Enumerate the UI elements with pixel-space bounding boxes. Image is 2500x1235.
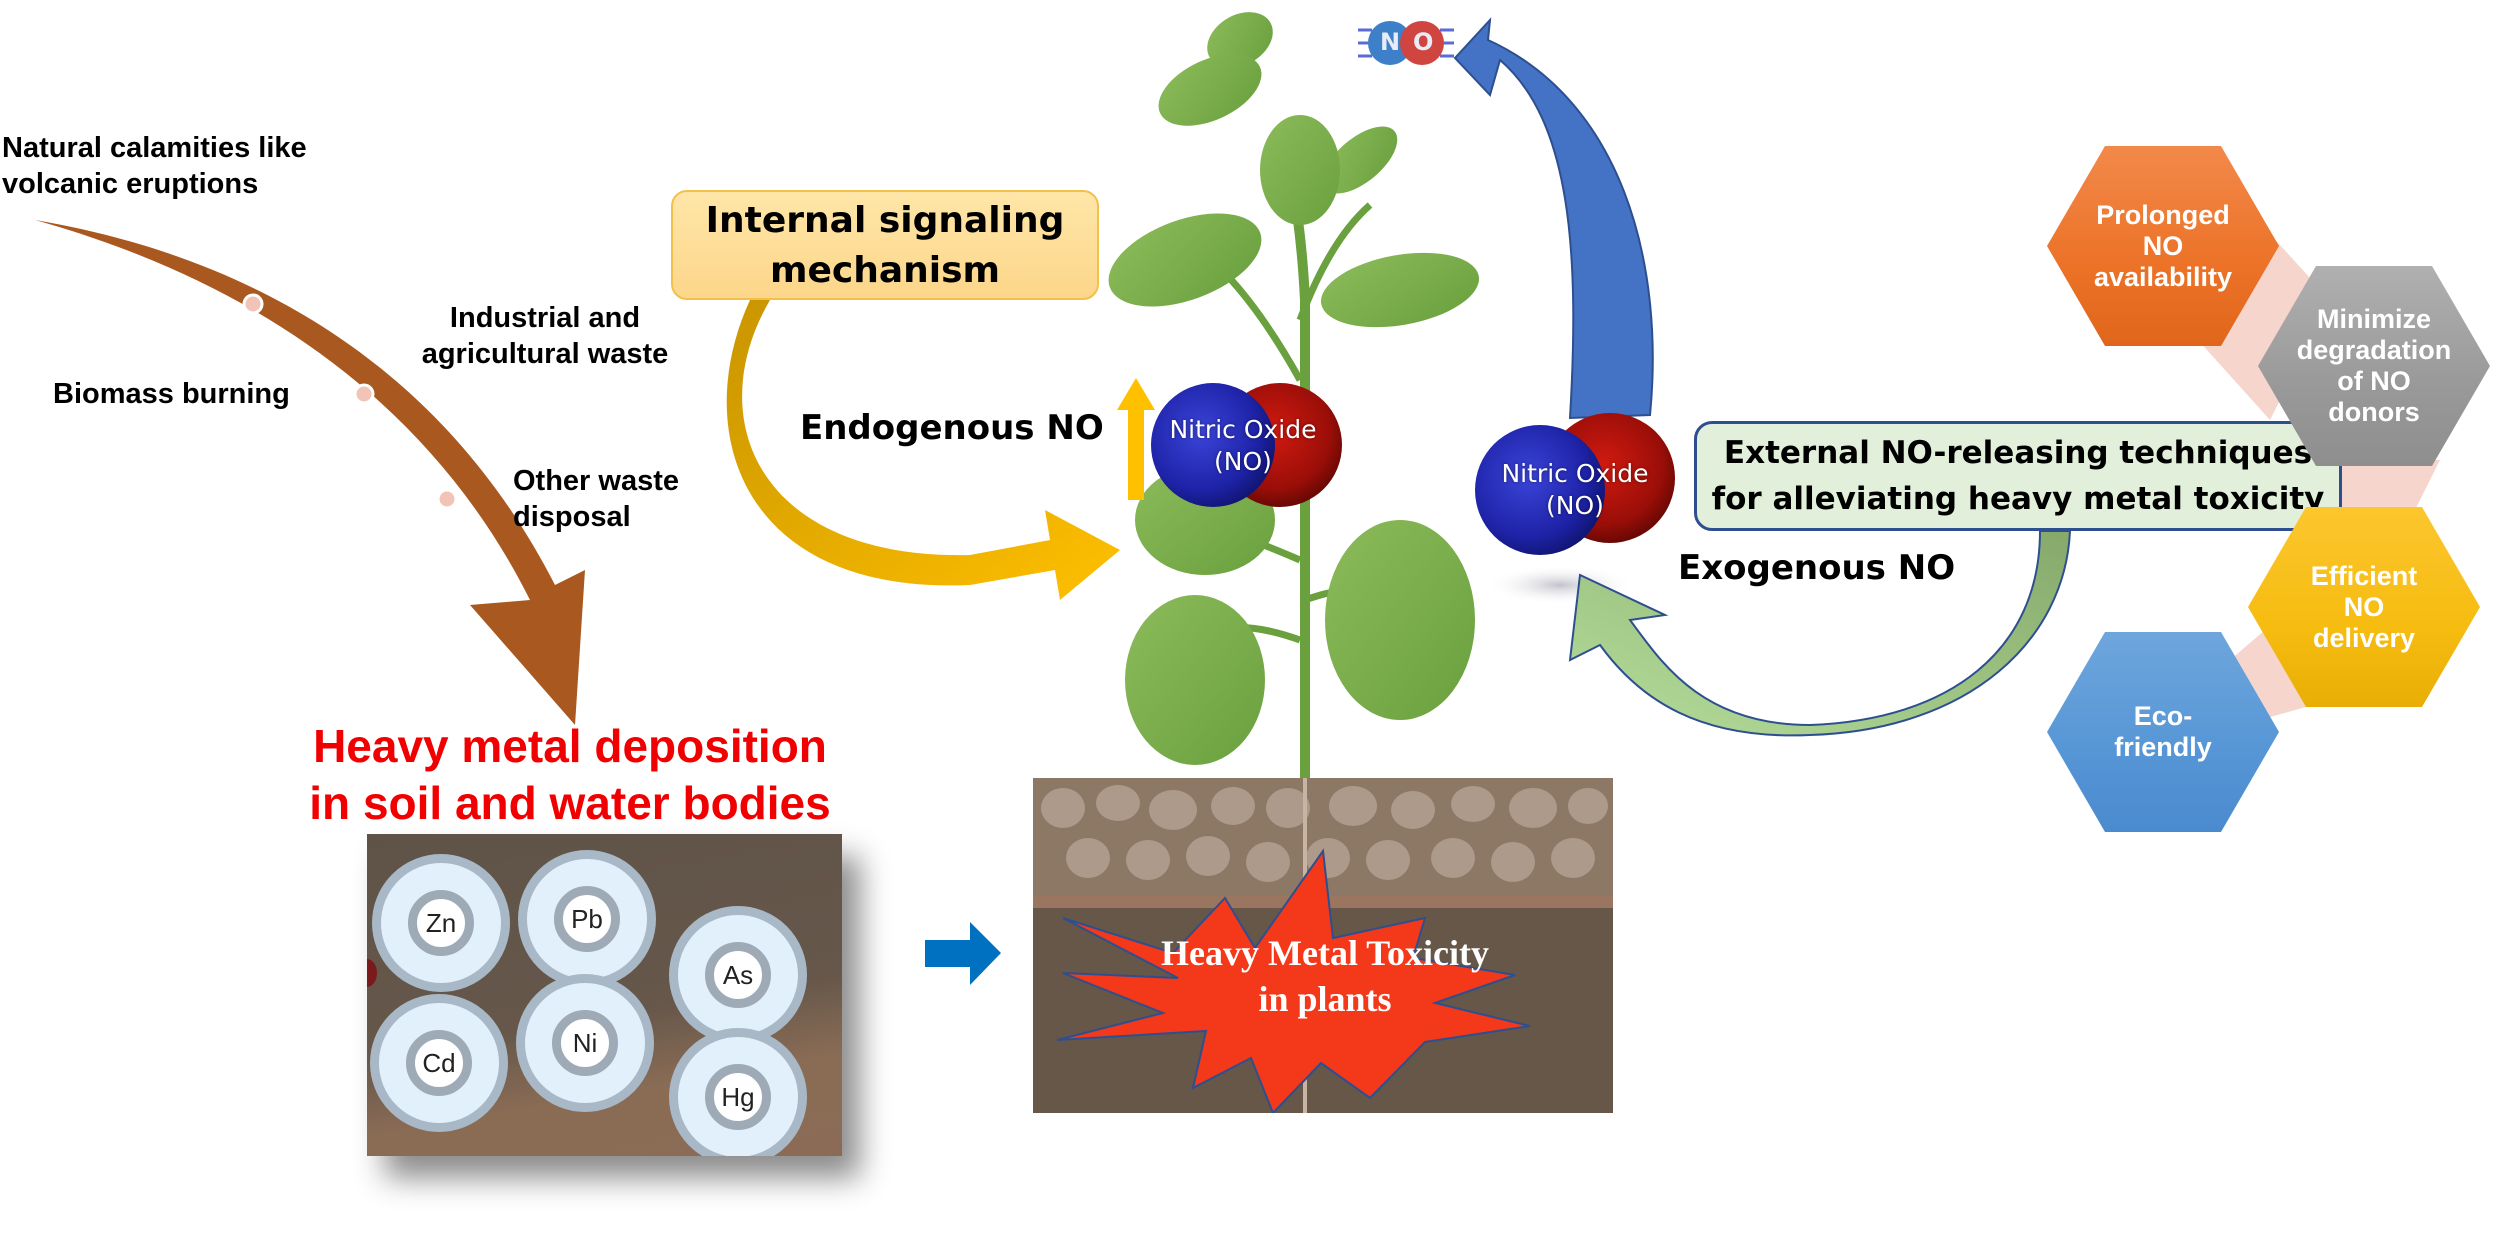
toxicity-line2: in plants [1258, 979, 1392, 1019]
nitric-oxide-molecule-exogenous [1475, 413, 1675, 555]
external-techniques-box: External NO-releasing techniques for all… [1694, 421, 2342, 531]
source-industrial-line1: Industrial and [449, 302, 641, 334]
feature-label: Minimize degradation of NO donors [2297, 304, 2452, 428]
external-techniques-line2: for alleviating heavy metal toxicity [1711, 481, 2325, 517]
metal-label: As [705, 942, 771, 1008]
small-molecule-o: O [1413, 28, 1434, 56]
feature-hex-eco-friendly: Eco- friendly [2047, 632, 2279, 832]
source-natural-line1: Natural calamities like [2, 132, 307, 164]
molecule-formula: (NO) [1546, 491, 1604, 520]
source-other-waste: Other waste disposal [513, 463, 679, 535]
deposition-title-line1: Heavy metal deposition [313, 720, 827, 772]
metal-atom: As [669, 906, 807, 1044]
feature-line: NO [2142, 230, 2184, 261]
soil-stones [1041, 785, 1608, 882]
feature-line: NO [2343, 591, 2385, 622]
molecule-formula: (NO) [1214, 447, 1272, 476]
feature-line: donors [2328, 397, 2420, 427]
feature-line: degradation [2296, 335, 2452, 365]
metal-atom: Zn [372, 854, 510, 992]
toxicity-line1: Heavy Metal Toxicity [1161, 933, 1489, 973]
source-natural-calamities: Natural calamities like volcanic eruptio… [2, 130, 307, 202]
endogenous-molecule-label: Nitric Oxide (NO) [1143, 414, 1343, 478]
source-biomass-burning: Biomass burning [53, 378, 290, 410]
source-other-line2: disposal [513, 501, 631, 533]
internal-signaling-line2: mechanism [769, 250, 1001, 291]
feature-hex-prolonged-availability: Prolonged NO availability [2047, 146, 2279, 346]
feature-line: Prolonged [2096, 199, 2230, 230]
feature-hex-minimize-degradation: Minimize degradation of NO donors [2258, 266, 2490, 466]
feature-line: availability [2093, 261, 2233, 292]
source-industrial-line2: agricultural waste [421, 338, 669, 370]
metal-label: Cd [406, 1030, 472, 1096]
source-other-line1: Other waste [513, 465, 679, 497]
feature-line: of NO [2337, 366, 2411, 396]
exogenous-arrow [1568, 530, 2072, 737]
feature-line: Efficient [2310, 560, 2418, 591]
feature-line: Minimize [2316, 304, 2431, 334]
no-molecule-icon [1358, 21, 1454, 65]
metal-label: Zn [408, 890, 474, 956]
red-spot [367, 959, 377, 987]
feature-label: Prolonged NO availability [2094, 200, 2232, 293]
source-dot-1 [242, 293, 264, 315]
feature-line: Eco- [2133, 701, 2193, 731]
nitric-oxide-molecule-endogenous [1151, 383, 1342, 507]
source-arrow [35, 220, 585, 725]
feature-label: Efficient NO delivery [2311, 561, 2418, 654]
soil-panel [1033, 778, 1613, 1113]
toxicity-label: Heavy Metal Toxicity in plants [1115, 930, 1535, 1022]
deposition-title-line2: in soil and water bodies [309, 777, 831, 829]
flow-arrow-icon [925, 922, 1001, 985]
molecule-name: Nitric Oxide [1169, 415, 1317, 444]
endogenous-arrow [726, 300, 1120, 600]
release-arrow [1453, 17, 1654, 420]
external-techniques-line1: External NO-releasing techniques [1723, 435, 2313, 471]
source-natural-line2: volcanic eruptions [2, 168, 259, 200]
metal-label: Pb [554, 886, 620, 952]
endogenous-no-label: Endogenous NO [800, 408, 1104, 448]
metal-label: Ni [552, 1010, 618, 1076]
small-molecule-n: N [1380, 28, 1401, 56]
metal-atom: Ni [516, 974, 654, 1112]
feature-label: Eco- friendly [2114, 701, 2212, 763]
increase-arrow-icon [1117, 378, 1155, 500]
metal-label: Hg [705, 1064, 771, 1130]
source-industrial-waste: Industrial and agricultural waste [400, 300, 690, 372]
plant-illustration [1108, 12, 1480, 780]
internal-signaling-line1: Internal signaling [705, 200, 1065, 241]
metal-atom: Pb [518, 850, 656, 988]
toxicity-starburst [1056, 848, 1531, 1113]
metal-atom: Hg [669, 1028, 807, 1156]
deposition-title: Heavy metal deposition in soil and water… [250, 718, 890, 832]
internal-signaling-box: Internal signaling mechanism [671, 190, 1099, 300]
feature-hex-efficient-delivery: Efficient NO delivery [2248, 507, 2480, 707]
soil-illustration [1033, 778, 1613, 1113]
feature-line: friendly [2114, 732, 2212, 762]
exogenous-molecule-label: Nitric Oxide (NO) [1470, 458, 1680, 522]
molecule-name: Nitric Oxide [1501, 459, 1649, 488]
source-dot-2 [353, 383, 375, 405]
source-dot-3 [436, 488, 458, 510]
metal-atom: Cd [370, 994, 508, 1132]
feature-line: delivery [2312, 622, 2416, 653]
metals-panel: Zn Pb As Cd Ni Hg [367, 834, 842, 1156]
exogenous-no-label: Exogenous NO [1678, 548, 1956, 588]
